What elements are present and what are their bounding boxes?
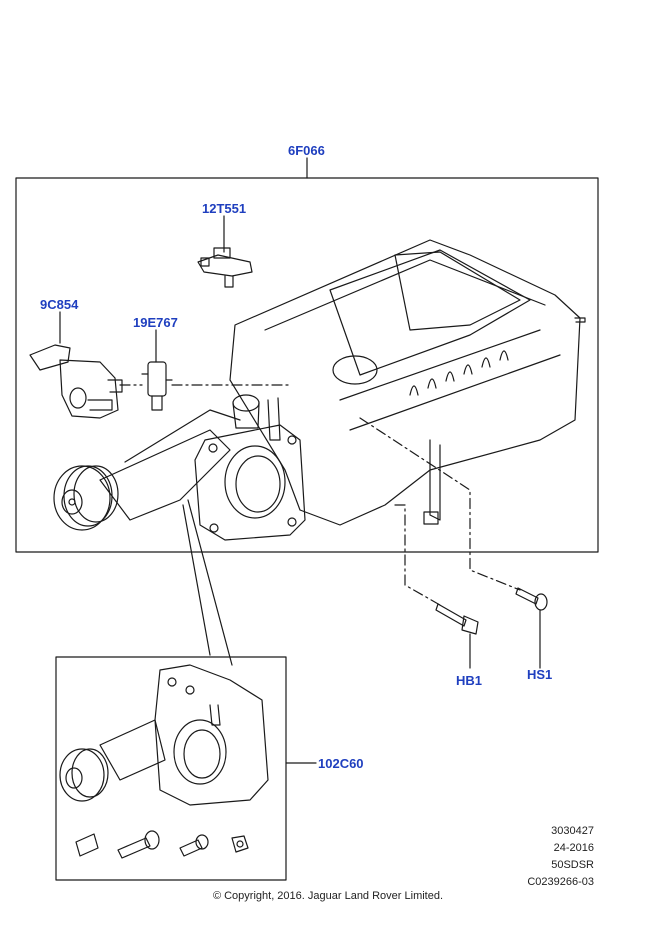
callout-12t551[interactable]: 12T551 — [202, 201, 247, 216]
copyright-notice: © Copyright, 2016. Jaguar Land Rover Lim… — [212, 890, 444, 902]
pulley-arm — [53, 409, 241, 531]
actuator-part — [29, 344, 123, 419]
assembly-lines — [119, 384, 521, 606]
reference-model: 50SDSR — [551, 859, 594, 871]
outlet-pipe — [232, 394, 281, 441]
connector-part — [141, 361, 173, 411]
callout-9c854[interactable]: 9C854 — [40, 297, 79, 312]
inset-housing-part — [59, 664, 269, 806]
inset-frame — [55, 656, 287, 881]
supercharger-body — [229, 239, 586, 526]
reference-catalog: C0239266-03 — [527, 876, 594, 888]
reference-issue: 24-2016 — [553, 842, 594, 854]
bolt-hs1-part — [515, 587, 548, 611]
inset-leader-left — [182, 504, 211, 656]
callout-19e767[interactable]: 19E767 — [133, 315, 178, 330]
bolt-hb1-part — [435, 603, 479, 635]
reference-code: 3030427 — [551, 825, 594, 837]
inset-leader-right — [187, 499, 233, 666]
inset-hardware — [75, 830, 249, 859]
callout-hs1[interactable]: HS1 — [527, 667, 553, 682]
callout-102c60[interactable]: 102C60 — [318, 756, 364, 771]
throttle-flange — [194, 424, 306, 541]
callout-hb1[interactable]: HB1 — [456, 673, 483, 688]
callout-6f066[interactable]: 6F066 — [288, 143, 325, 158]
sensor-part — [197, 247, 253, 288]
